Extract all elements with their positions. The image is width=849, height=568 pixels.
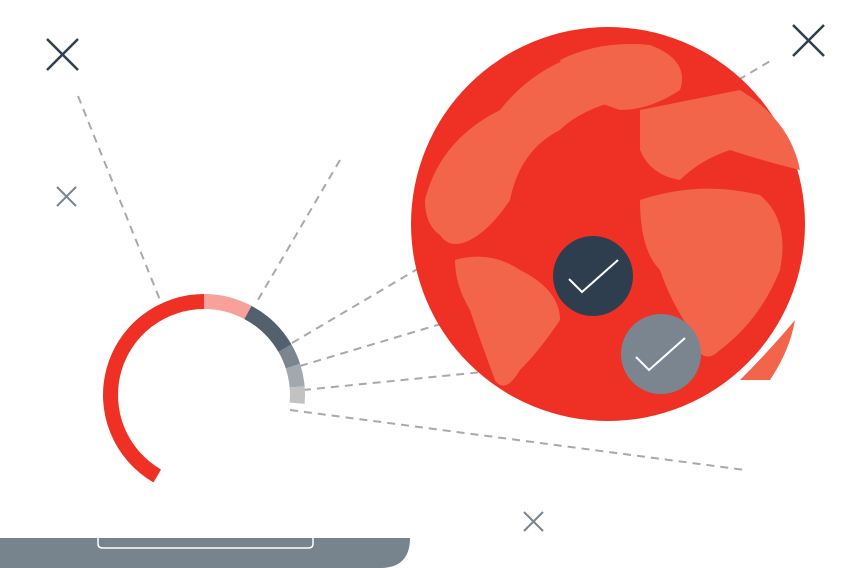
close-x-icon (46, 38, 79, 71)
gauge-segment (285, 363, 305, 388)
globe-icon (411, 27, 805, 421)
connector-line (299, 289, 556, 367)
gauge-segment (244, 305, 292, 353)
connector-line (289, 409, 746, 471)
gauge-segment (278, 344, 301, 369)
connector-line (254, 159, 341, 306)
gauge-segment (203, 294, 252, 320)
check-icon (621, 314, 701, 394)
close-x-icon (523, 511, 544, 532)
check-icon (553, 236, 633, 316)
close-x-icon (56, 186, 77, 207)
laptop-icon (0, 538, 410, 568)
close-x-icon (792, 24, 825, 57)
gauge-arc (103, 294, 305, 483)
connector-line (77, 95, 161, 301)
gauge-segment (103, 294, 205, 483)
